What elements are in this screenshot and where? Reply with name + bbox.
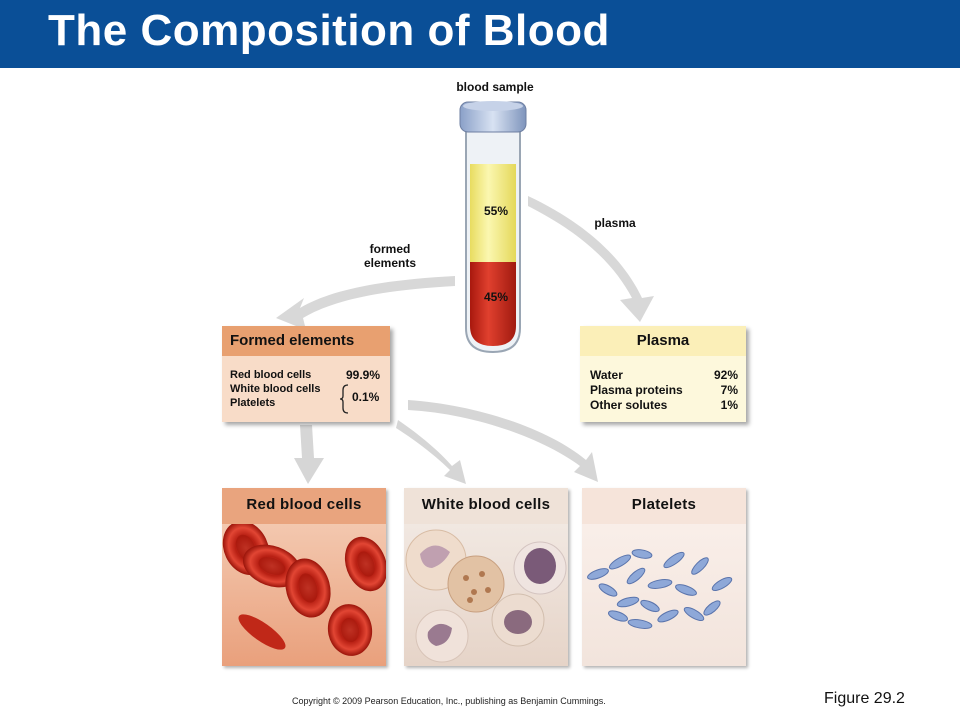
platelets-panel: Platelets [582, 488, 746, 666]
tube-red-layer [470, 262, 516, 346]
platelet [640, 599, 660, 613]
title-banner: The Composition of Blood [0, 0, 960, 68]
platelet [691, 557, 709, 575]
platelet [675, 584, 697, 596]
platelet [657, 609, 679, 623]
red-blood-cell [285, 558, 331, 618]
platelet [608, 610, 628, 622]
white-blood-cell [415, 609, 469, 663]
platelet [683, 607, 705, 621]
blood-sample-label: blood sample [456, 80, 534, 94]
plasma-row-water: Water [590, 368, 623, 382]
plasma-solutes-value: 1% [720, 398, 738, 412]
plasma-heading: Plasma [580, 326, 746, 356]
formed-row-platelets: Platelets [230, 397, 276, 409]
platelet [703, 600, 721, 616]
platelet [663, 551, 685, 569]
platelets-illustration [587, 549, 733, 629]
arrow-to-platelets [408, 400, 598, 482]
platelet [627, 619, 653, 629]
formed-elements-box: Formed elements Red blood cells White bl… [222, 326, 390, 422]
white-blood-cell [513, 541, 567, 595]
formed-rbc-value: 99.9% [346, 368, 381, 382]
arrow-to-wbc [396, 420, 466, 484]
formed-wbc-value: 0.1% [352, 390, 380, 404]
red-blood-cell [327, 604, 373, 656]
formed-elements-label-line1: formed [369, 242, 411, 256]
brace-icon [340, 384, 349, 414]
red-blood-cell [238, 614, 286, 650]
page-title: The Composition of Blood [48, 6, 610, 55]
wbc-panel-title: White blood cells [404, 488, 568, 524]
arrow-to-rbc [294, 425, 324, 484]
plasma-row-proteins: Plasma proteins [590, 383, 683, 397]
plasma-proteins-value: 7% [720, 383, 738, 397]
platelet [711, 577, 733, 591]
rbc-panel-title: Red blood cells [222, 488, 386, 524]
formed-elements-label: formed elements [350, 242, 430, 270]
platelets-panel-title: Platelets [582, 488, 746, 524]
arrow-to-formed [276, 276, 455, 330]
rbc-panel: Red blood cells [222, 488, 386, 666]
platelet [587, 568, 609, 580]
plasma-water-value: 92% [713, 368, 738, 382]
test-tube [459, 101, 527, 354]
tube-plasma-layer [470, 164, 516, 262]
white-blood-cell [447, 555, 505, 613]
wbc-panel: White blood cells [404, 488, 568, 666]
pct-45-label: 45% [483, 290, 509, 304]
copyright-text: Copyright © 2009 Pearson Education, Inc.… [292, 696, 606, 706]
wbc-illustration [405, 529, 567, 663]
formed-elements-heading: Formed elements [222, 326, 390, 356]
pct-55-label: 55% [483, 204, 509, 218]
formed-elements-label-line2: elements [363, 256, 417, 270]
white-blood-cell [491, 593, 545, 647]
arrow-to-plasma [528, 196, 654, 322]
plasma-box: Plasma Water 92% Plasma proteins 7% Other … [580, 326, 746, 422]
formed-row-wbc: White blood cells [230, 383, 321, 395]
platelet [598, 583, 618, 597]
plasma-label: plasma [594, 216, 636, 230]
platelet [608, 554, 632, 570]
figure-label: Figure 29.2 [824, 690, 905, 707]
plasma-row-solutes: Other solutes [590, 398, 668, 412]
formed-row-rbc: Red blood cells [230, 369, 312, 381]
platelet [616, 596, 640, 608]
platelet [626, 567, 646, 585]
platelet [647, 579, 673, 589]
platelet [631, 549, 653, 559]
rbc-illustration [222, 524, 386, 656]
red-blood-cell [344, 536, 386, 592]
